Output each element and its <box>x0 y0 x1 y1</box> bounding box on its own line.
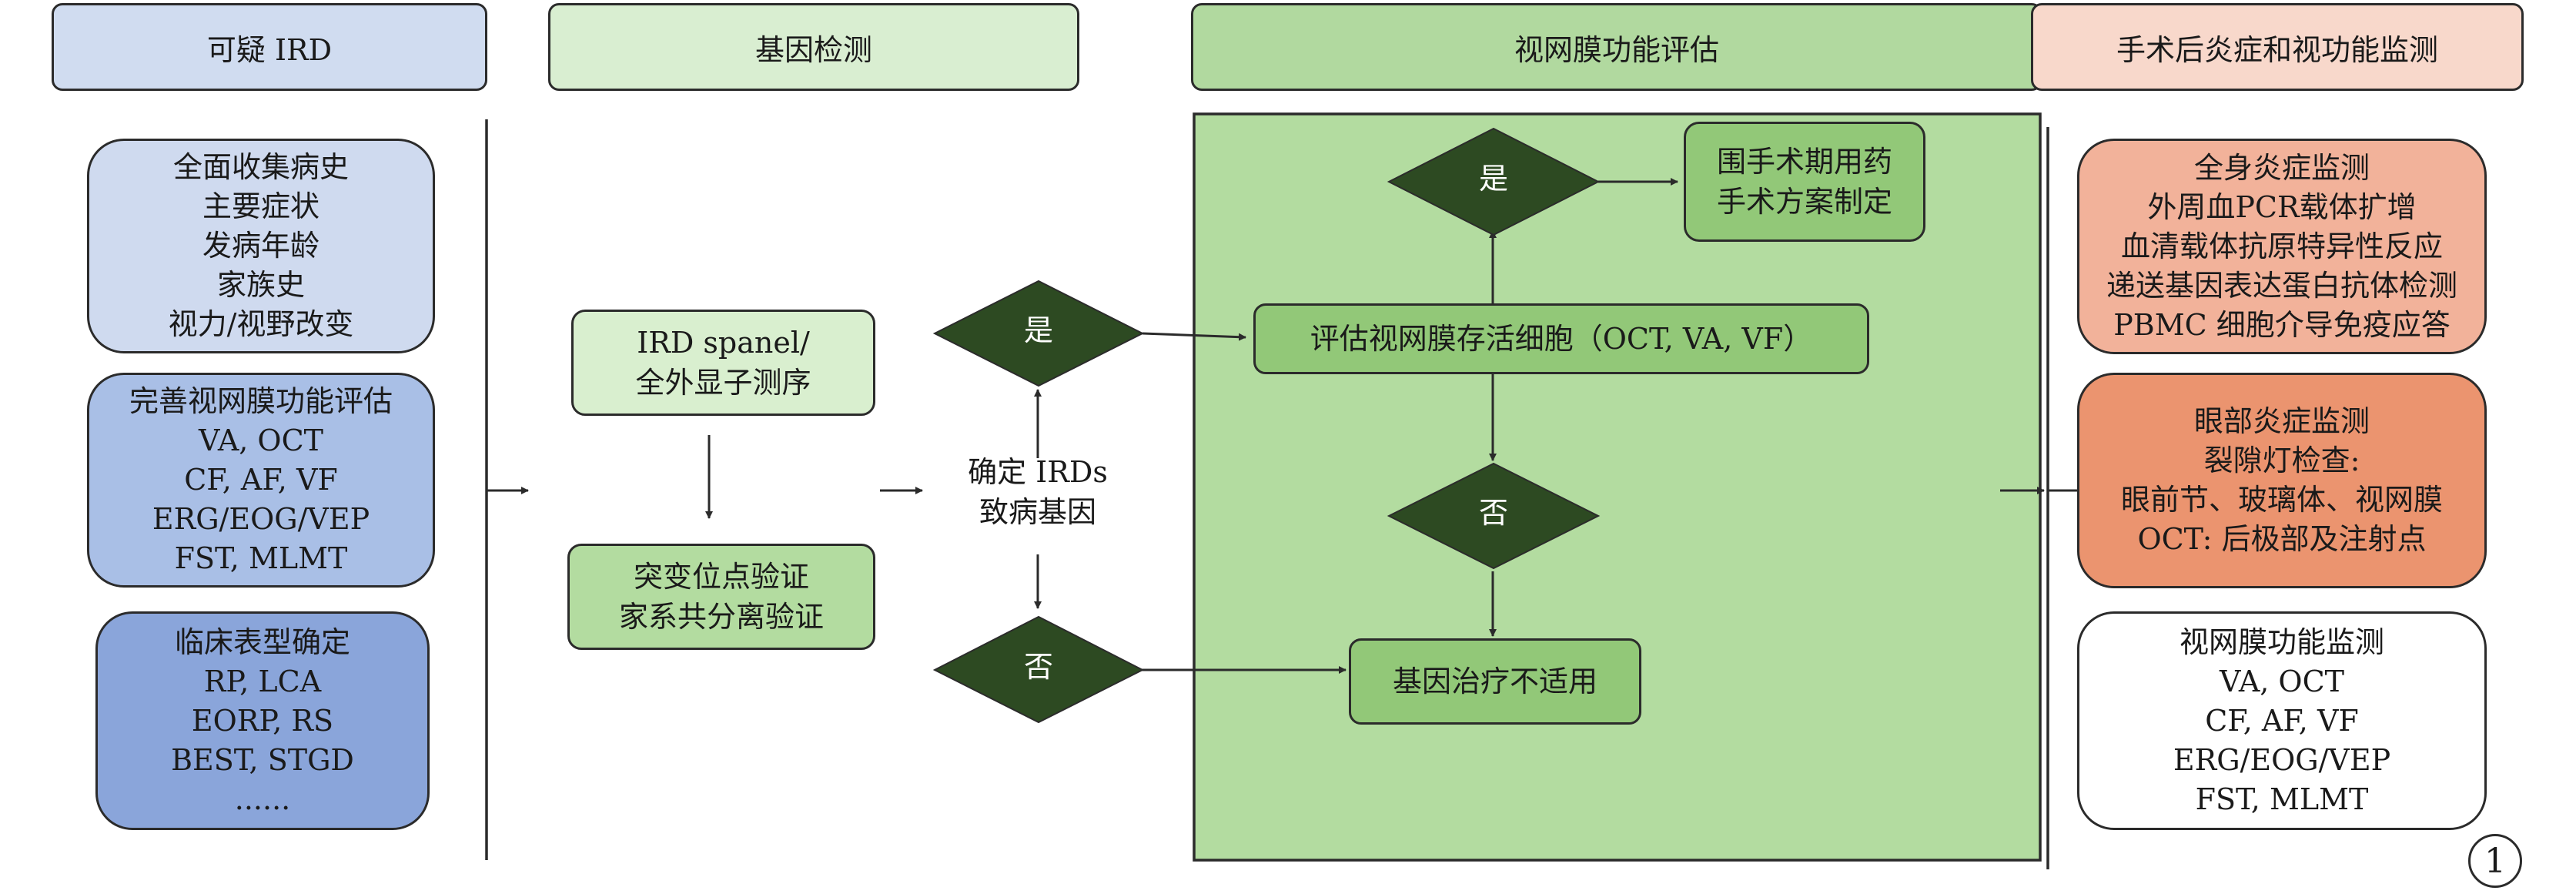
figure-number: 1 <box>2468 834 2522 888</box>
confirm-ird-label: 确定 IRDs 致病基因 <box>968 455 1108 529</box>
history-box: 全面收集病史 主要症状 发病年龄 家族史 视力/视野改变 <box>87 139 435 353</box>
verification-box: 突变位点验证 家系共分离验证 <box>567 544 875 650</box>
evaluate-cells-box: 评估视网膜存活细胞（OCT, VA, VF） <box>1253 303 1869 374</box>
header-retina-assessment: 视网膜功能评估 <box>1191 3 2042 91</box>
arrow-yes-to-evaluate <box>1142 332 1246 341</box>
function-assessment-box: 完善视网膜功能评估 VA, OCT CF, AF, VF ERG/EOG/VEP… <box>87 373 435 588</box>
phenotype-box: 临床表型确定 RP, LCA EORP, RS BEST, STGD .....… <box>95 611 430 830</box>
sequencing-box: IRD spanel/ 全外显子测序 <box>571 310 875 416</box>
header-suspected-ird: 可疑 IRD <box>52 3 487 91</box>
yes-label-gene: 是 <box>1023 313 1053 347</box>
systemic-inflammation-box: 全身炎症监测 外周血PCR载体扩增 血清载体抗原特异性反应 递送基因表达蛋白抗体… <box>2077 139 2487 354</box>
no-label-gene: 否 <box>1023 650 1053 684</box>
yes-diamond-retina <box>1387 127 1601 236</box>
retina-monitoring-box: 视网膜功能监测 VA, OCT CF, AF, VF ERG/EOG/VEP F… <box>2077 611 2487 830</box>
no-diamond-gene <box>932 615 1145 724</box>
header-gene-testing: 基因检测 <box>548 3 1079 91</box>
ocular-inflammation-box: 眼部炎症监测 裂隙灯检查: 眼前节、玻璃体、视网膜 OCT: 后极部及注射点 <box>2077 373 2487 588</box>
not-applicable-box: 基因治疗不适用 <box>1349 638 1641 725</box>
no-diamond-retina <box>1387 462 1601 570</box>
yes-diamond-gene <box>932 280 1145 387</box>
header-monitoring: 手术后炎症和视功能监测 <box>2031 3 2524 91</box>
surgery-plan-box: 围手术期用药 手术方案制定 <box>1684 122 1925 242</box>
yes-label-retina: 是 <box>1478 162 1508 196</box>
no-label-retina: 否 <box>1478 496 1508 530</box>
